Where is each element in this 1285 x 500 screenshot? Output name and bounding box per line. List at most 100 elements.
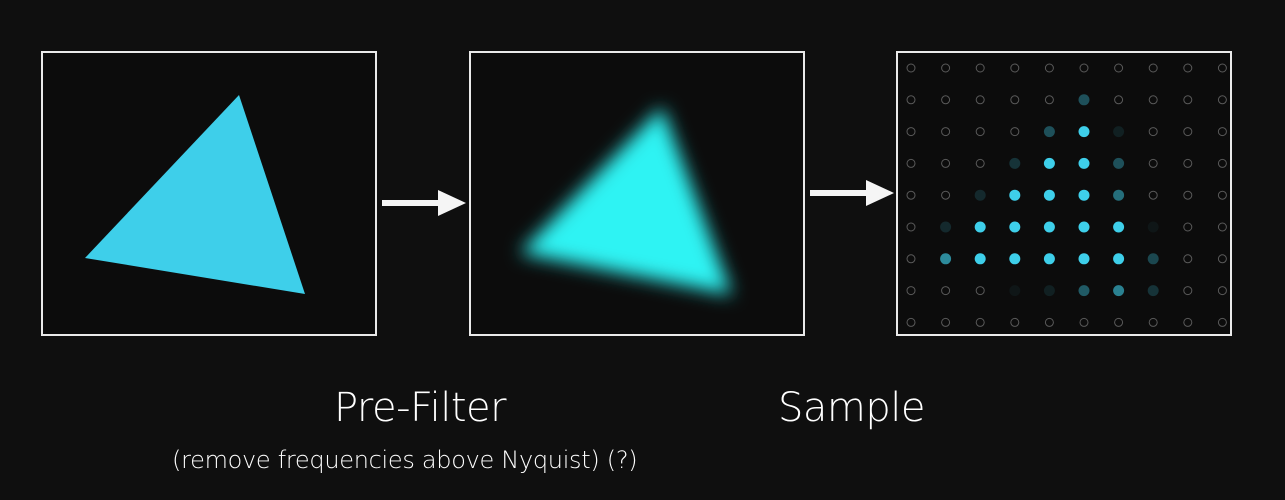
sample-dot-empty [1183, 254, 1193, 264]
sample-dot-filled [1043, 253, 1055, 265]
sample-dot-empty [1217, 158, 1227, 168]
sample-dot-empty [941, 127, 951, 137]
sample-dot-empty [941, 317, 951, 327]
prefilter-caption: Pre-Filter [334, 385, 507, 431]
sample-dot-empty [906, 158, 916, 168]
sample-dot-filled [1009, 189, 1021, 201]
sample-dot-filled [1043, 157, 1055, 169]
original-triangle-panel [41, 51, 377, 336]
sample-dot-empty [941, 286, 951, 296]
sample-dot-filled [1043, 285, 1055, 297]
sample-dot-filled [1147, 221, 1159, 233]
sample-dot-empty [1183, 95, 1193, 105]
sample-dot-filled [1147, 253, 1159, 265]
sample-dot-empty [975, 158, 985, 168]
sample-dot-empty [1148, 95, 1158, 105]
sample-dot-empty [1217, 63, 1227, 73]
arrow-right-icon [382, 190, 466, 216]
sample-dot-empty [1217, 222, 1227, 232]
sampled-grid-panel [896, 51, 1232, 336]
sample-dot-filled [1147, 285, 1159, 297]
sample-dot-empty [1044, 317, 1054, 327]
sample-dot-empty [1010, 317, 1020, 327]
sample-dot-empty [1183, 158, 1193, 168]
sample-dot-empty [1217, 317, 1227, 327]
sample-dot-empty [1183, 63, 1193, 73]
sample-dot-empty [975, 63, 985, 73]
sample-dot-empty [941, 95, 951, 105]
sample-dot-empty [1217, 95, 1227, 105]
sharp-triangle [85, 95, 305, 294]
sample-dot-empty [906, 317, 916, 327]
sample-dot-empty [941, 63, 951, 73]
sample-dot-filled [940, 221, 952, 233]
sample-dot-filled [974, 189, 986, 201]
sample-dot-filled [1113, 285, 1125, 297]
arrow-right-icon [810, 180, 894, 206]
sample-dot-empty [1114, 317, 1124, 327]
sample-dot-filled [1078, 126, 1090, 138]
blurred-triangle [520, 107, 732, 295]
sample-dot-empty [1010, 95, 1020, 105]
sample-dot-filled [1078, 157, 1090, 169]
sample-dot-empty [1148, 317, 1158, 327]
sample-dot-empty [975, 127, 985, 137]
sample-dot-filled [1009, 221, 1021, 233]
sample-dot-empty [1217, 190, 1227, 200]
sample-dot-empty [1183, 222, 1193, 232]
sample-dot-filled [1113, 253, 1125, 265]
sample-dot-empty [906, 222, 916, 232]
sample-dot-empty [941, 190, 951, 200]
sample-dot-filled [1078, 94, 1090, 106]
sample-grid-canvas [906, 63, 1227, 327]
sample-dot-empty [1183, 190, 1193, 200]
sample-dot-filled [1043, 126, 1055, 138]
sample-dot-empty [1114, 95, 1124, 105]
sample-dot-empty [1044, 95, 1054, 105]
sample-dot-empty [1114, 63, 1124, 73]
sample-dot-empty [906, 254, 916, 264]
sample-dot-empty [906, 286, 916, 296]
sample-dot-empty [906, 63, 916, 73]
sample-dot-empty [1183, 127, 1193, 137]
sample-dot-filled [1009, 285, 1021, 297]
prefiltered-triangle-canvas [520, 107, 732, 295]
sample-dot-empty [1148, 158, 1158, 168]
sample-dot-filled [1113, 189, 1125, 201]
sample-dot-filled [1078, 253, 1090, 265]
sample-dot-empty [1217, 286, 1227, 296]
sample-caption: Sample [778, 385, 925, 431]
sample-dot-empty [1010, 127, 1020, 137]
sample-dot-empty [1079, 63, 1089, 73]
sample-dot-empty [1217, 127, 1227, 137]
sample-dot-empty [975, 317, 985, 327]
sample-dot-empty [1148, 127, 1158, 137]
sample-dot-filled [1078, 221, 1090, 233]
sample-dot-empty [906, 95, 916, 105]
sample-dot-filled [940, 253, 952, 265]
sample-dot-empty [975, 95, 985, 105]
sample-dot-filled [1043, 221, 1055, 233]
sample-dot-empty [1148, 63, 1158, 73]
sample-dot-empty [941, 158, 951, 168]
sample-dot-empty [1148, 190, 1158, 200]
sample-dot-filled [1043, 189, 1055, 201]
sample-dot-filled [1113, 157, 1125, 169]
sample-dot-empty [1183, 317, 1193, 327]
sample-dot-filled [1113, 221, 1125, 233]
sample-dot-filled [1009, 253, 1021, 265]
sample-dot-filled [974, 253, 986, 265]
sample-dot-empty [1079, 317, 1089, 327]
sample-dot-empty [1217, 254, 1227, 264]
sample-dot-empty [1010, 63, 1020, 73]
sample-dot-filled [974, 221, 986, 233]
prefilter-note-caption: (remove frequencies above Nyquist) (?) [172, 446, 638, 474]
sample-dot-empty [975, 286, 985, 296]
sample-dot-filled [1009, 157, 1021, 169]
sample-dot-empty [1044, 63, 1054, 73]
original-triangle-canvas [85, 95, 305, 294]
sample-dot-empty [906, 127, 916, 137]
sample-dot-empty [1183, 286, 1193, 296]
sample-dot-filled [1078, 285, 1090, 297]
sample-dot-filled [1078, 189, 1090, 201]
